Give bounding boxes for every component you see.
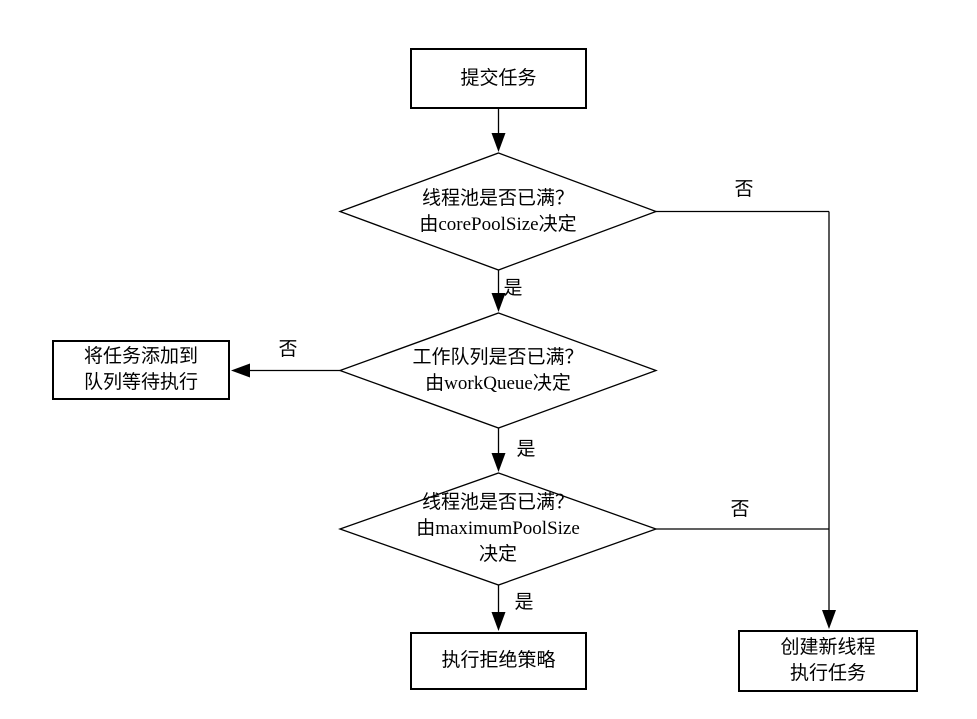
- arrowhead-into-createthread: [822, 610, 836, 629]
- node-submit-task: 提交任务: [410, 48, 587, 109]
- decision-diamond-work-queue: [338, 312, 658, 429]
- node-submit-task-label: 提交任务: [460, 67, 537, 89]
- decision-shape-outlines: [338, 152, 658, 586]
- edge-label-max-pool-no: 否: [730, 499, 750, 520]
- node-create-thread: 创建新线程 执行任务: [738, 630, 918, 692]
- edge-label-core-pool-yes: 是: [503, 278, 523, 299]
- edge-label-work-queue-no: 否: [278, 339, 298, 360]
- arrowhead-into-maxcheck: [491, 453, 506, 472]
- arrowhead-into-reject: [491, 612, 506, 631]
- edge-label-core-pool-no: 否: [734, 179, 754, 200]
- decision-core-pool-label: 线程池是否已满？ 由corePoolSize决定: [419, 188, 577, 235]
- arrowhead-into-corecheck: [491, 133, 506, 152]
- decision-diamond-max-pool: [338, 472, 658, 586]
- node-reject-policy-label: 执行拒绝策略: [441, 650, 556, 671]
- arrowhead-into-addtoqueue: [231, 363, 250, 378]
- arrowhead-into-queuecheck: [491, 293, 506, 312]
- node-add-to-queue-label: 将任务添加到 队列等待执行: [83, 346, 198, 393]
- decision-diamond-core-pool: [338, 152, 658, 271]
- decision-shapes: [338, 152, 658, 586]
- edge-label-work-queue-yes: 是: [516, 439, 536, 460]
- edge-label-max-pool-yes: 是: [514, 592, 534, 613]
- decision-max-pool-label: 线程池是否已满？ 由maximumPoolSize 决定: [416, 492, 580, 565]
- node-create-thread-label: 创建新线程 执行任务: [780, 637, 876, 684]
- decision-work-queue-label: 工作队列是否已满？ 由workQueue决定: [412, 347, 584, 394]
- node-reject-policy: 执行拒绝策略: [410, 632, 587, 690]
- connector-lines: [249, 109, 830, 615]
- arrowheads: [231, 133, 836, 631]
- node-add-to-queue: 将任务添加到 队列等待执行: [52, 340, 230, 400]
